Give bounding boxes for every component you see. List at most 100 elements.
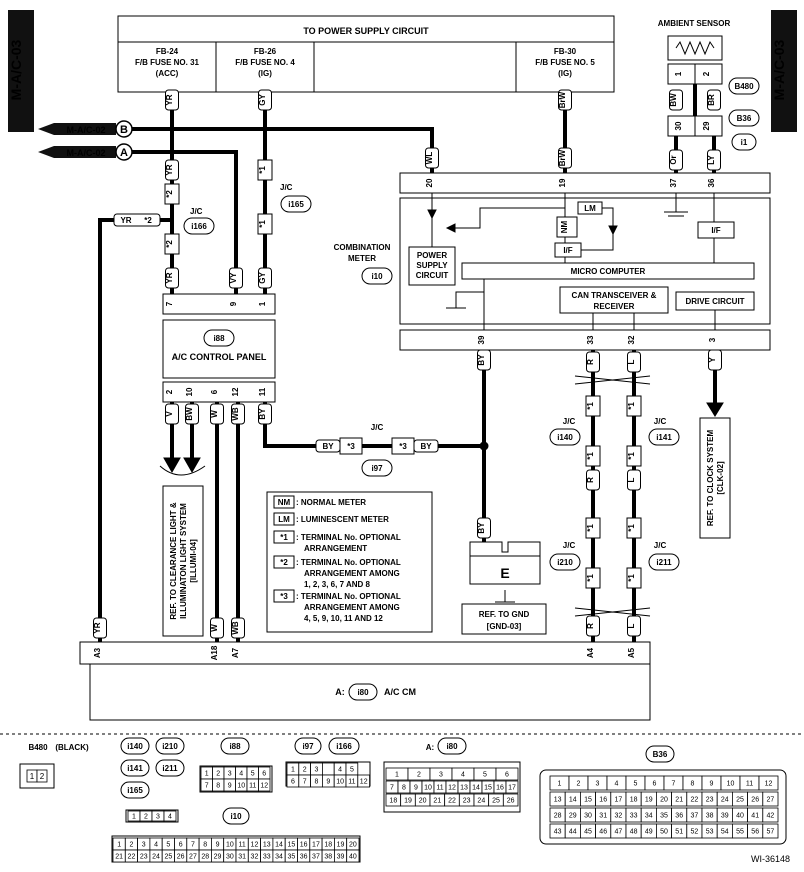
terminal-number: 9	[710, 781, 714, 788]
wire-color: BW	[669, 93, 678, 107]
illum-ref: ILLUMINATON LIGHT SYSTEM	[179, 503, 188, 619]
pin-number: A5	[627, 647, 636, 658]
wire-color-tag	[258, 403, 272, 425]
wire-color: BR	[707, 94, 716, 106]
terminal-number: 33	[630, 813, 638, 820]
terminal-number: 37	[312, 854, 320, 861]
power-supply-box	[117, 15, 615, 93]
wire-color-tag	[210, 617, 224, 639]
meter-title: METER	[348, 254, 376, 263]
ref-label: M-A/C-02	[66, 148, 105, 158]
can-transceiver-block	[559, 286, 669, 314]
terminal-number: 25	[736, 797, 744, 804]
connector-tag	[648, 553, 680, 571]
terminal-number: 40	[349, 854, 357, 861]
terminal-number: 5	[483, 772, 487, 779]
legend-text: : NORMAL METER	[296, 498, 366, 507]
optional-mark: *1	[258, 220, 267, 228]
connector-id: i97	[302, 742, 314, 751]
ground-ref: REF. TO GND	[479, 610, 530, 619]
connector-tag	[280, 195, 312, 213]
terminal-number: 3	[142, 842, 146, 849]
terminal-number: 31	[238, 854, 246, 861]
terminal-number: 26	[507, 798, 515, 805]
connector-tag	[645, 745, 675, 763]
ref-letter: A	[120, 147, 128, 159]
terminal-number: 8	[203, 842, 207, 849]
terminal-number: 7	[672, 781, 676, 788]
connector-id: i88	[213, 334, 225, 343]
wire-color-tag	[586, 351, 600, 373]
terminal-number: 18	[324, 842, 332, 849]
connector-title: B480	[28, 743, 48, 752]
terminal-number: 23	[706, 797, 714, 804]
wire-color-tag	[627, 351, 641, 373]
optional-terminal	[626, 445, 642, 467]
block-label: SUPPLY	[416, 261, 448, 270]
connector-tag	[731, 133, 757, 151]
wire-color: L	[627, 359, 636, 364]
block-label: MICRO COMPUTER	[571, 267, 646, 276]
terminal-number: 6	[653, 781, 657, 788]
connector-id: B480	[734, 82, 754, 91]
pin-number: 7	[165, 301, 174, 306]
terminal-number: 31	[599, 813, 607, 820]
optional-terminal	[626, 567, 642, 589]
connector-tag	[203, 329, 235, 347]
terminal-number: 1	[30, 772, 35, 781]
pin-number: 1	[674, 71, 683, 76]
legend-symbol-text: *3	[280, 592, 288, 601]
wire-color-tag	[558, 147, 572, 169]
terminal-number: 35	[287, 854, 295, 861]
terminal-number: 8	[402, 785, 406, 792]
terminal-number: 39	[337, 854, 345, 861]
optional-terminal	[585, 445, 601, 467]
terminal-number: 10	[336, 779, 344, 786]
terminal-number: 9	[414, 785, 418, 792]
terminal-number: 18	[389, 798, 397, 805]
connector-id: i80	[446, 742, 458, 751]
wire-color-tag	[627, 469, 641, 491]
connector-id: i140	[557, 433, 573, 442]
optional-terminal	[585, 395, 601, 417]
wire-color: R	[586, 623, 595, 629]
wire-color-tag	[558, 89, 572, 111]
wire-color-tag	[669, 89, 683, 111]
terminal-number: 5	[350, 767, 354, 774]
connector-tag	[549, 553, 581, 571]
optional-terminal	[626, 517, 642, 539]
terminal-number: 56	[751, 829, 759, 836]
terminal-number: 32	[251, 854, 259, 861]
terminal-number: 7	[205, 783, 209, 790]
fuse-mode: (IG)	[558, 69, 572, 78]
optional-terminal	[257, 213, 273, 235]
terminal-number: 16	[300, 842, 308, 849]
pin-number: A18	[210, 645, 219, 660]
terminal-number: 2	[129, 842, 133, 849]
terminal-number: 4	[168, 814, 172, 821]
pin-number: 11	[258, 387, 267, 396]
jc-label: J/C	[654, 417, 667, 426]
ambient-sensor-box	[667, 35, 723, 61]
meter-connector-strip	[399, 172, 771, 194]
b480-connector-face	[19, 763, 55, 789]
meter-if-block	[697, 221, 735, 239]
terminal-number: 22	[128, 854, 136, 861]
terminal-number: 19	[404, 798, 412, 805]
legend-text: 4, 5, 9, 10, 11 AND 12	[304, 614, 383, 623]
pin-number: 9	[229, 301, 238, 306]
optional-terminal	[585, 517, 601, 539]
wire-color: BY	[420, 442, 432, 451]
wire-color: R	[586, 359, 595, 365]
connector-tag	[294, 737, 322, 755]
connector-tag	[728, 77, 760, 95]
clock-ref-box	[699, 417, 731, 539]
fuse-id: FB-24	[156, 47, 179, 56]
terminal-number: 36	[675, 813, 683, 820]
legend-symbol-text: LM	[278, 515, 290, 524]
acm-title: A/C CM	[384, 687, 416, 697]
ground-connector	[469, 541, 541, 556]
connector-cell	[505, 780, 519, 794]
terminal-number: 47	[615, 829, 623, 836]
terminal-number: 12	[765, 781, 773, 788]
